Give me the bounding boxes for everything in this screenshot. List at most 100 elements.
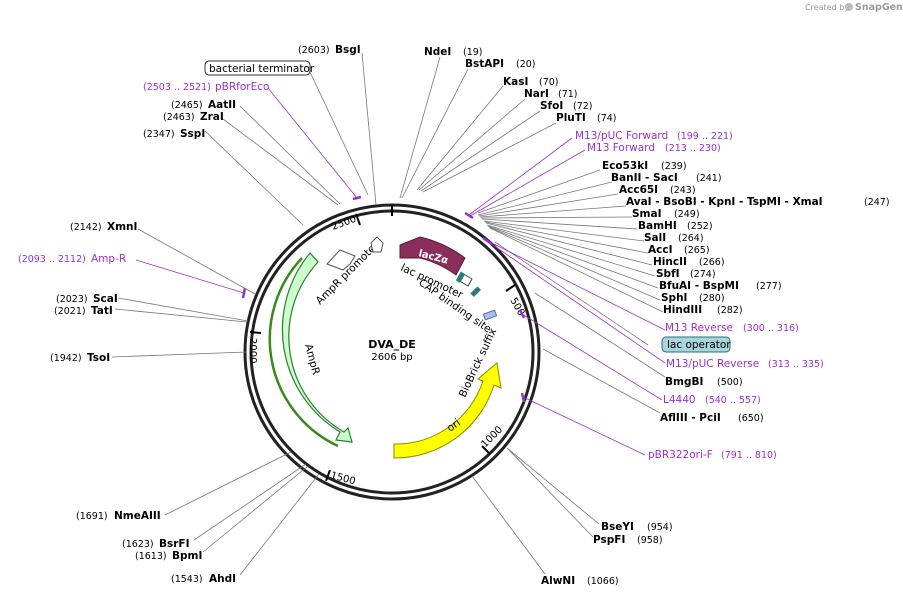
- afliii-pcii-name[interactable]: AflIII - PciI: [660, 412, 721, 424]
- leader-kasi: [416, 85, 504, 191]
- scai-name[interactable]: ScaI: [93, 293, 118, 305]
- nmeaiii-pos: (1691): [76, 511, 108, 522]
- hindiii-name[interactable]: HindIII: [663, 304, 702, 316]
- avai-group-name[interactable]: AvaI - BsoBI - KpnI - TspMI - XmaI: [626, 196, 823, 208]
- lac-operator-feature[interactable]: [455, 271, 466, 283]
- m13-fwd-name[interactable]: M13 Forward: [587, 142, 655, 154]
- m13puc-fwd-name[interactable]: M13/pUC Forward: [575, 130, 668, 142]
- bfuai-bspmi-name[interactable]: BfuAI - BspMI: [659, 280, 739, 292]
- leader-bstapi: [401, 68, 469, 199]
- sfoi-pos: (72): [573, 101, 593, 112]
- bmgbi-name[interactable]: BmgBI: [665, 376, 703, 388]
- banii-saci-name[interactable]: BanII - SacI: [611, 172, 678, 184]
- leader-tati: [114, 308, 248, 323]
- bpmi-name[interactable]: BpmI: [172, 550, 202, 562]
- tati-pos: (2021): [54, 306, 86, 317]
- ampr-label: AmpR: [302, 343, 322, 376]
- leader-bpmi: [202, 465, 309, 553]
- acc65i-name[interactable]: Acc65I: [619, 184, 658, 196]
- credit-brand: SnapGene: [855, 2, 903, 13]
- bamhi-pos: (252): [687, 221, 713, 232]
- zrai-name[interactable]: ZraI: [200, 111, 224, 123]
- leader-lines: [111, 52, 666, 576]
- leader-avai: [479, 205, 627, 218]
- leader-ampr-primer: [135, 259, 245, 294]
- eco53ki-name[interactable]: Eco53kI: [602, 160, 648, 172]
- biobrick-feature[interactable]: [482, 309, 498, 321]
- pspfi-name[interactable]: PspFI: [593, 534, 625, 546]
- sali-name[interactable]: SalI: [644, 232, 666, 244]
- tick-marks: [249, 205, 516, 482]
- hindiii-pos: (282): [717, 305, 743, 316]
- banii-saci-pos: (241): [696, 173, 722, 184]
- bamhi-name[interactable]: BamHI: [638, 220, 677, 232]
- hincii-name[interactable]: HincII: [653, 256, 687, 268]
- leader-pluti: [422, 122, 557, 193]
- sspi-name[interactable]: SspI: [180, 128, 205, 140]
- sspi-pos: (2347): [143, 129, 175, 140]
- ahdi-name[interactable]: AhdI: [209, 573, 236, 585]
- sbfi-name[interactable]: SbfI: [656, 268, 680, 280]
- ampr-feature[interactable]: [281, 252, 353, 443]
- ampr-strand-line: [268, 257, 339, 448]
- m13-rev-range: (300 .. 316): [743, 323, 799, 334]
- leader-afliii: [542, 348, 661, 414]
- leader-m13-fwd: [469, 149, 586, 217]
- pluti-name[interactable]: PluTI: [556, 112, 586, 124]
- tati-name[interactable]: TatI: [91, 305, 113, 317]
- l4440-name[interactable]: L4440: [663, 394, 696, 406]
- bsrfi-name[interactable]: BsrFI: [159, 538, 190, 550]
- aatii-name[interactable]: AatII: [208, 99, 236, 111]
- leader-aatii: [239, 105, 341, 205]
- leader-bseyi: [506, 447, 600, 525]
- pluti-pos: (74): [597, 113, 617, 124]
- ampr-primer-name[interactable]: Amp-R: [91, 253, 126, 265]
- zrai-pos: (2463): [163, 112, 195, 123]
- xmni-name[interactable]: XmnI: [107, 221, 137, 233]
- nari-pos: (71): [558, 89, 578, 100]
- nari-name[interactable]: NarI: [524, 88, 549, 100]
- lacza-feature[interactable]: [399, 236, 466, 276]
- leader-sspi: [204, 130, 304, 226]
- tsoi-name[interactable]: TsoI: [87, 352, 110, 364]
- leader-pspfi: [507, 448, 594, 538]
- leader-hincii: [485, 222, 653, 266]
- bsgi-name[interactable]: BsgI: [335, 44, 361, 56]
- sphi-name[interactable]: SphI: [661, 292, 687, 304]
- leader-nmeaiii: [164, 451, 292, 516]
- bacterial-terminator-box[interactable]: [204, 60, 311, 76]
- ampr-promoter-feature[interactable]: [326, 249, 356, 271]
- pbr322ori-range: (791 .. 810): [721, 450, 777, 461]
- leader-sphi: [488, 226, 661, 301]
- ori-feature[interactable]: [393, 362, 502, 459]
- leader-acci: [484, 221, 649, 254]
- smai-name[interactable]: SmaI: [632, 208, 662, 220]
- leader-tsoi: [111, 351, 248, 358]
- alwni-pos: (1066): [587, 576, 619, 587]
- alwni-name[interactable]: AlwNI: [541, 575, 575, 587]
- nmeaiii-name[interactable]: NmeAIII: [114, 510, 161, 522]
- m13-rev-name[interactable]: M13 Reverse: [665, 322, 733, 334]
- leader-bsrfi: [193, 463, 307, 541]
- tick-2500: [355, 213, 361, 226]
- sphi-pos: (280): [699, 293, 725, 304]
- ahdi-pos: (1543): [171, 574, 203, 585]
- aatii-pos: (2465): [171, 100, 203, 111]
- pbrforeco-name[interactable]: pBRforEco: [215, 81, 269, 93]
- leader-nari: [418, 98, 526, 191]
- kasi-name[interactable]: KasI: [503, 76, 528, 88]
- pbr322ori-name[interactable]: pBR322ori-F: [648, 449, 713, 461]
- ndei-name[interactable]: NdeI: [424, 46, 451, 58]
- sfoi-name[interactable]: SfoI: [540, 100, 563, 112]
- leader-bmgbi: [534, 292, 666, 378]
- tick-500: [505, 284, 516, 292]
- cap-site-feature[interactable]: [470, 286, 481, 297]
- lac-operator-box[interactable]: [661, 336, 731, 353]
- avai-group-pos: (247): [864, 197, 890, 208]
- leader-xmni: [137, 228, 256, 295]
- bseyi-name[interactable]: BseYI: [601, 521, 634, 533]
- bstapi-name[interactable]: BstAPI: [465, 58, 504, 70]
- m13puc-rev-name[interactable]: M13/pUC Reverse: [666, 358, 759, 370]
- acci-name[interactable]: AccI: [648, 244, 672, 256]
- terminator-feature[interactable]: [370, 236, 384, 253]
